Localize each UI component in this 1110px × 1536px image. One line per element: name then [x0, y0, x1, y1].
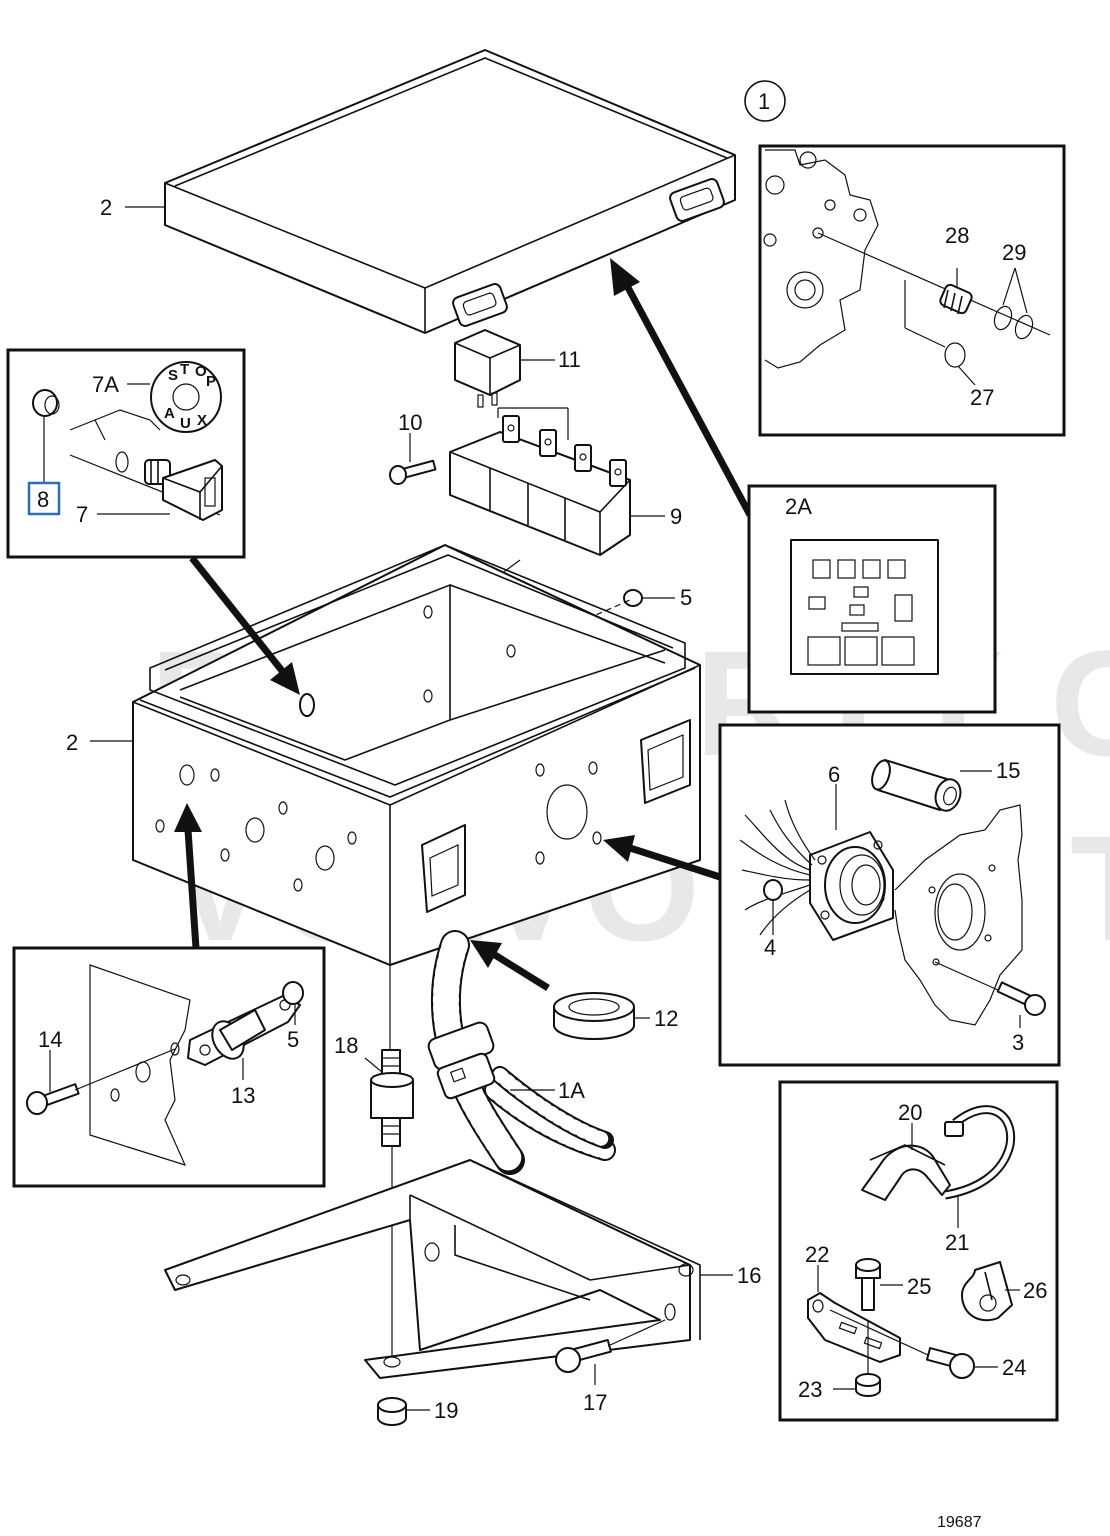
callout-7A: 7A: [92, 372, 119, 397]
callout-23: 23: [798, 1377, 822, 1402]
inset-13-connector-bracket: [12, 946, 326, 1188]
cable-tie-21: [944, 1105, 1016, 1228]
aux-label-u: U: [180, 415, 191, 432]
screw-24: [829, 1309, 998, 1379]
stop-label-p: P: [206, 373, 216, 390]
callout-28: 28: [945, 223, 969, 248]
inset-6-connector: [718, 723, 1061, 1067]
callout-2-box: 2: [66, 730, 78, 755]
callout-5-inset: 5: [287, 1027, 299, 1052]
grommet-12: [553, 992, 635, 1040]
stop-label-o: O: [195, 363, 207, 380]
housing-box: [132, 544, 701, 966]
callout-3: 3: [1012, 1030, 1024, 1055]
aux-label-x: X: [197, 412, 207, 429]
callout-5-top: 5: [680, 585, 692, 610]
callout-2A: 2A: [785, 494, 812, 519]
callout-21: 21: [945, 1230, 969, 1255]
cover-lid: [164, 49, 736, 334]
callout-16: 16: [737, 1263, 761, 1288]
nut-19: [377, 1397, 407, 1426]
callout-15: 15: [996, 758, 1020, 783]
inset-clips-and-fasteners: [778, 1080, 1059, 1422]
callout-20: 20: [898, 1100, 922, 1125]
fuse-holder-9: [449, 407, 631, 556]
callout-13: 13: [231, 1083, 255, 1108]
mounting-bracket-16: [164, 1159, 701, 1379]
screw-14: [26, 1083, 80, 1115]
callout-1A: 1A: [558, 1078, 585, 1103]
callout-17: 17: [583, 1390, 607, 1415]
callout-8: 8: [37, 487, 49, 512]
screw-25: [855, 1258, 903, 1311]
inset-1-cylinder-head: [758, 144, 1066, 437]
relay-11: [454, 329, 521, 408]
nut-5: [623, 589, 643, 607]
stop-label-t: T: [180, 361, 189, 378]
hose-15: [871, 759, 962, 812]
callout-14: 14: [38, 1027, 62, 1052]
screw-10: [389, 459, 437, 485]
clip-26: [961, 1261, 1020, 1322]
callout-9: 9: [670, 504, 682, 529]
stop-label-s: S: [168, 367, 178, 384]
callout-29: 29: [1002, 240, 1026, 265]
callout-24: 24: [1002, 1355, 1026, 1380]
callout-4: 4: [764, 935, 776, 960]
callout-8-highlight[interactable]: [27, 481, 61, 516]
callout-6: 6: [828, 762, 840, 787]
callout-1-circle: [744, 80, 786, 122]
callout-10: 10: [398, 410, 422, 435]
clip-20: [861, 1123, 951, 1201]
callout-11: 11: [558, 347, 581, 372]
aux-label-a: A: [164, 405, 175, 422]
callout-19: 19: [434, 1398, 458, 1423]
plug-28: [939, 283, 973, 315]
spacer-stud-18: [370, 965, 414, 1360]
nut-23: [833, 1320, 881, 1397]
cable-harness-1A: [427, 930, 616, 1175]
inset-7-stop-aux-switch: S T O P A U X: [6, 348, 246, 559]
callout-22: 22: [805, 1242, 829, 1267]
callout-26: 26: [1023, 1278, 1047, 1303]
screw-3: [996, 981, 1046, 1016]
figure-number: 19687: [937, 1514, 982, 1531]
callout-1: 1: [758, 89, 770, 114]
inset-2a-fuse-layout: [747, 484, 997, 714]
callout-27: 27: [970, 385, 994, 410]
callout-2-lid: 2: [100, 195, 112, 220]
callout-12: 12: [654, 1006, 678, 1031]
callout-18: 18: [334, 1033, 358, 1058]
callout-25: 25: [907, 1274, 931, 1299]
callout-7: 7: [76, 502, 88, 527]
